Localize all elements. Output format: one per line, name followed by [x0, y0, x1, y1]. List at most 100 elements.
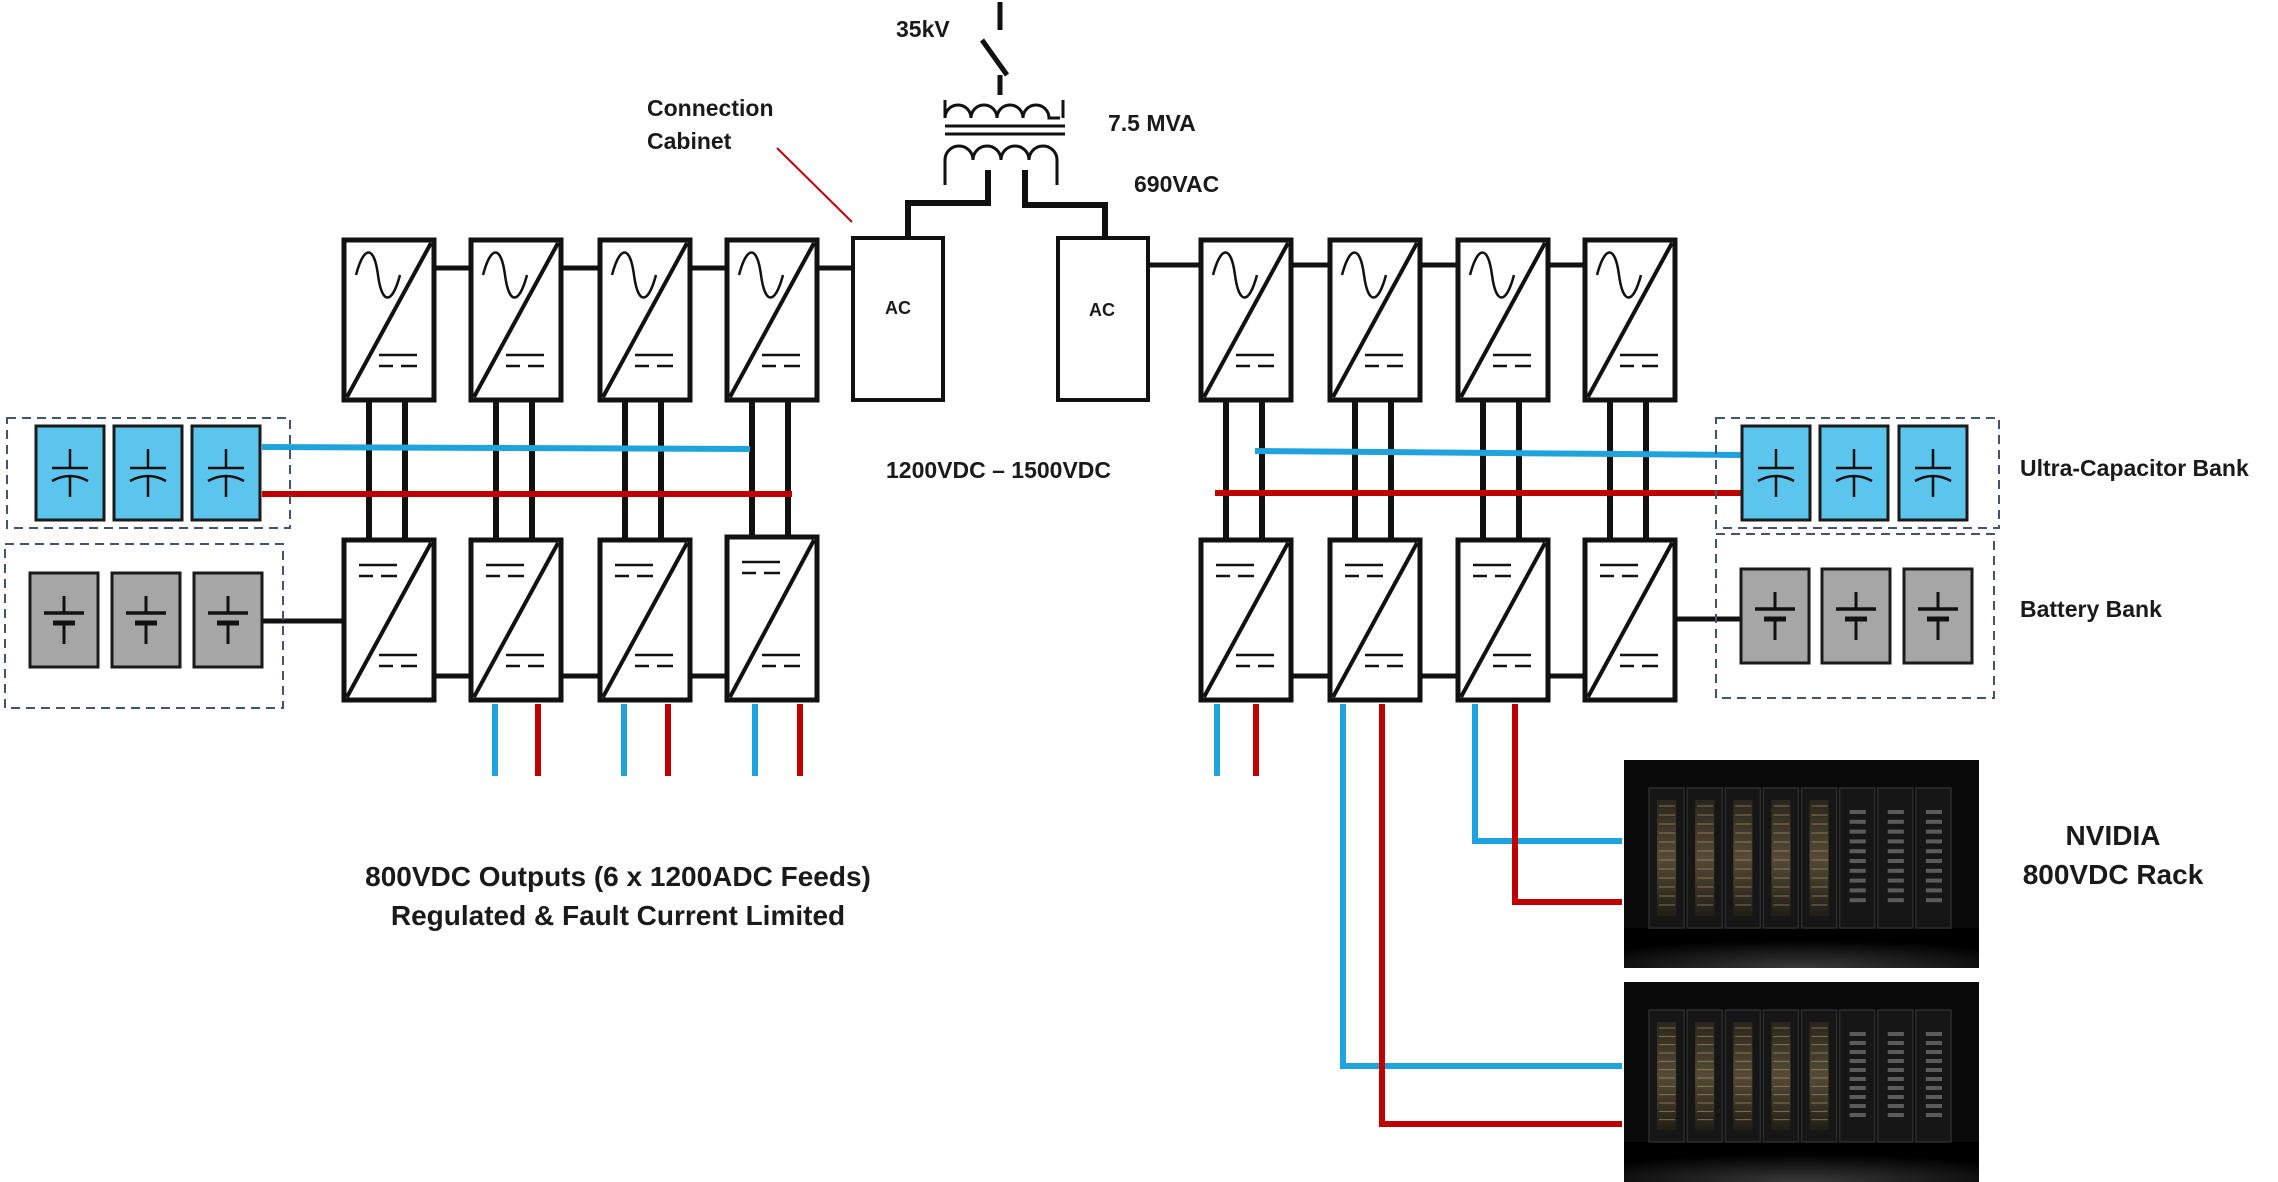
- sine-symbol: [610, 251, 658, 299]
- converter-diagonal: [1586, 542, 1674, 698]
- battery-cell: [1739, 567, 1811, 665]
- rack-slot: [1887, 1077, 1904, 1081]
- rack-images: [1624, 760, 1979, 1182]
- converter-diagonal: [1331, 542, 1419, 698]
- negative-bus-left: [261, 444, 751, 452]
- rack-feed-positive-1: [1512, 704, 1622, 905]
- rack-slot: [1925, 1041, 1942, 1045]
- rack-slot: [1849, 868, 1866, 873]
- rack-slot: [1925, 859, 1942, 863]
- dc-dc-converter-icon: [1582, 537, 1678, 703]
- capacitor-icon: [190, 424, 262, 522]
- ac-dc-converter-icon: [341, 237, 437, 403]
- rack-slot: [1925, 868, 1942, 873]
- converter-diagonal: [1202, 542, 1290, 698]
- rack-slot: [1887, 859, 1904, 863]
- sine-symbol: [481, 251, 529, 299]
- rack-slot: [1887, 868, 1904, 873]
- transformer-feed-left: [905, 170, 991, 238]
- battery-icon: [1820, 567, 1892, 665]
- grid-voltage-label: 35kV: [896, 16, 950, 42]
- connection-cabinet-label-line2: Cabinet: [647, 128, 732, 154]
- rack-slot: [1849, 1086, 1866, 1090]
- battery-bank-right-frame: [1715, 533, 1995, 699]
- rack-slot: [1887, 1113, 1904, 1117]
- rack-slot: [1925, 898, 1942, 903]
- rack-slot: [1849, 1032, 1866, 1036]
- rack-label-line2: 800VDC Rack: [2023, 859, 2204, 890]
- ac-cabinet-right: [1056, 236, 1150, 402]
- rack-slot: [1887, 819, 1904, 824]
- rack-feed-negative-1: [1472, 704, 1622, 844]
- converter-diagonal: [1586, 242, 1674, 398]
- rack-slot: [1887, 888, 1904, 893]
- transformer-feed-right: [1022, 170, 1108, 238]
- rack-slot: [1925, 1032, 1942, 1036]
- rack-slot: [1849, 839, 1866, 844]
- capacitor-cell: [1897, 424, 1969, 522]
- black-wiring: [262, 2, 1741, 679]
- converter-diagonal: [472, 542, 560, 698]
- rack-slot: [1849, 819, 1866, 824]
- rack-slot: [1849, 849, 1866, 854]
- rack-slot: [1925, 1068, 1942, 1072]
- dc-dc-converter-icon: [724, 534, 820, 703]
- rack-panel: [1695, 800, 1715, 916]
- primary-winding: [943, 103, 1060, 120]
- rack-panel: [1771, 800, 1791, 916]
- rack-panel: [1809, 1022, 1829, 1130]
- converter-diagonal: [345, 542, 433, 698]
- converter-diagonal: [345, 242, 433, 398]
- converter-diagonal: [1459, 242, 1547, 398]
- converter-diagonal: [1202, 242, 1290, 398]
- rack-slot: [1925, 810, 1942, 814]
- rack-slot: [1887, 829, 1904, 834]
- rack-slot: [1887, 1041, 1904, 1045]
- battery-cell: [1902, 567, 1974, 665]
- rack-slot: [1887, 1086, 1904, 1090]
- rack-slot: [1925, 829, 1942, 834]
- converter-diagonal: [728, 242, 816, 398]
- capacitor-icon: [1897, 424, 1969, 522]
- rack-slot: [1849, 810, 1866, 814]
- ultracap-bank-right-frame: [1715, 417, 2000, 529]
- ultracap-bank-left-frame: [6, 417, 291, 529]
- capacitor-cell: [190, 424, 262, 522]
- dc-bus-range-label: 1200VDC – 1500VDC: [886, 457, 1111, 483]
- ac-cabinet-left: [851, 236, 945, 402]
- dc-dc-converter-icon: [1327, 537, 1423, 703]
- rack-slot: [1925, 819, 1942, 824]
- transformer-icon: [943, 100, 1065, 185]
- rack-slot: [1925, 878, 1942, 883]
- rack-cabinet: [1877, 1009, 1914, 1143]
- rack-slot: [1849, 878, 1866, 883]
- rack-label-line1: NVIDIA: [2066, 820, 2161, 851]
- ac-dc-converter-icon: [468, 237, 564, 403]
- rack-slot: [1849, 898, 1866, 903]
- dc-dc-converter-icon: [1455, 537, 1551, 703]
- rack-slot: [1849, 1041, 1866, 1045]
- rack-slot: [1887, 1059, 1904, 1063]
- sine-symbol: [1340, 251, 1388, 299]
- rack-slot: [1925, 849, 1942, 854]
- capacitor-cell: [1818, 424, 1890, 522]
- rack-cabinet: [1838, 1009, 1876, 1143]
- capacitor-icon: [1818, 424, 1890, 522]
- battery-icon: [192, 571, 264, 669]
- rack-slot: [1887, 839, 1904, 844]
- rack-slot: [1925, 1095, 1942, 1099]
- components: [4, 100, 2000, 709]
- rack-cabinet: [1915, 787, 1952, 929]
- sine-symbol: [1211, 251, 1259, 299]
- battery-cell: [192, 571, 264, 669]
- rack-slot: [1887, 1032, 1904, 1036]
- rack-cabinet: [1877, 787, 1914, 929]
- outputs-label-line1: 800VDC Outputs (6 x 1200ADC Feeds): [365, 861, 871, 892]
- sine-symbol: [354, 251, 402, 299]
- converter-diagonal: [1331, 242, 1419, 398]
- converter-diagonal: [472, 242, 560, 398]
- connection-cabinet-label-line1: Connection: [647, 95, 774, 121]
- battery-icon: [110, 571, 182, 669]
- secondary-winding: [943, 144, 1059, 161]
- rack-slot: [1849, 1104, 1866, 1108]
